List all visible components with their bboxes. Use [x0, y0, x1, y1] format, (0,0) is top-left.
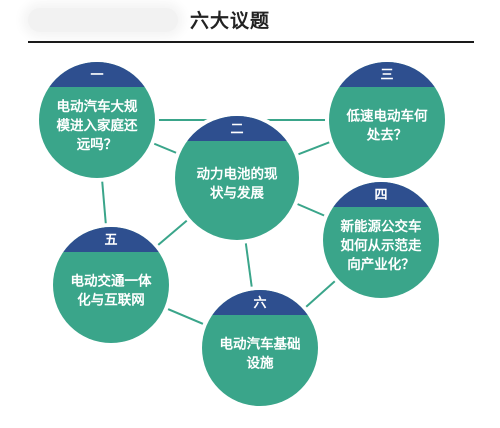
topic-circle [323, 182, 439, 298]
topic-number: 四 [374, 188, 387, 203]
title-underline [28, 41, 474, 43]
topic-number: 五 [104, 233, 117, 248]
topic-label-line: 设施 [247, 355, 274, 372]
topic-circle [202, 290, 318, 406]
topic-nodes: 一电动汽车大规模进入家庭还远吗？二动力电池的现状与发展三低速电动车何处去？四新能… [35, 58, 449, 410]
topic-number: 一 [90, 68, 103, 83]
topic-circle [175, 116, 299, 240]
page-title: 六大议题 [190, 10, 271, 32]
topic-label-line: 电动汽车基础 [220, 336, 301, 353]
topic-label-line: 模进入家庭还 [57, 117, 138, 134]
topic-label-line: 新能源公交车 [341, 218, 422, 235]
topic-circle [53, 227, 169, 343]
topic-label-line: 远吗？ [77, 137, 118, 153]
topic-label-line: 处去？ [366, 127, 408, 144]
topic-label-line: 电动交通一体 [71, 273, 152, 290]
topic-label-line: 电动汽车大规 [57, 98, 138, 115]
topic-number: 三 [380, 68, 393, 83]
topic-label-line: 动力电池的现 [197, 166, 278, 183]
topic-label-line: 低速电动车何 [346, 108, 428, 125]
topic-label-line: 状与发展 [210, 185, 264, 202]
topic-label-line: 化与互联网 [77, 292, 145, 309]
topic-circle [39, 62, 155, 178]
topic-label-line: 如何从示范走 [341, 237, 422, 254]
topic-number: 二 [230, 122, 243, 137]
topic-number: 六 [253, 295, 266, 311]
topic-circle [329, 62, 445, 178]
topic-label-line: 向产业化？ [347, 256, 415, 273]
blurred-logo [28, 8, 178, 32]
